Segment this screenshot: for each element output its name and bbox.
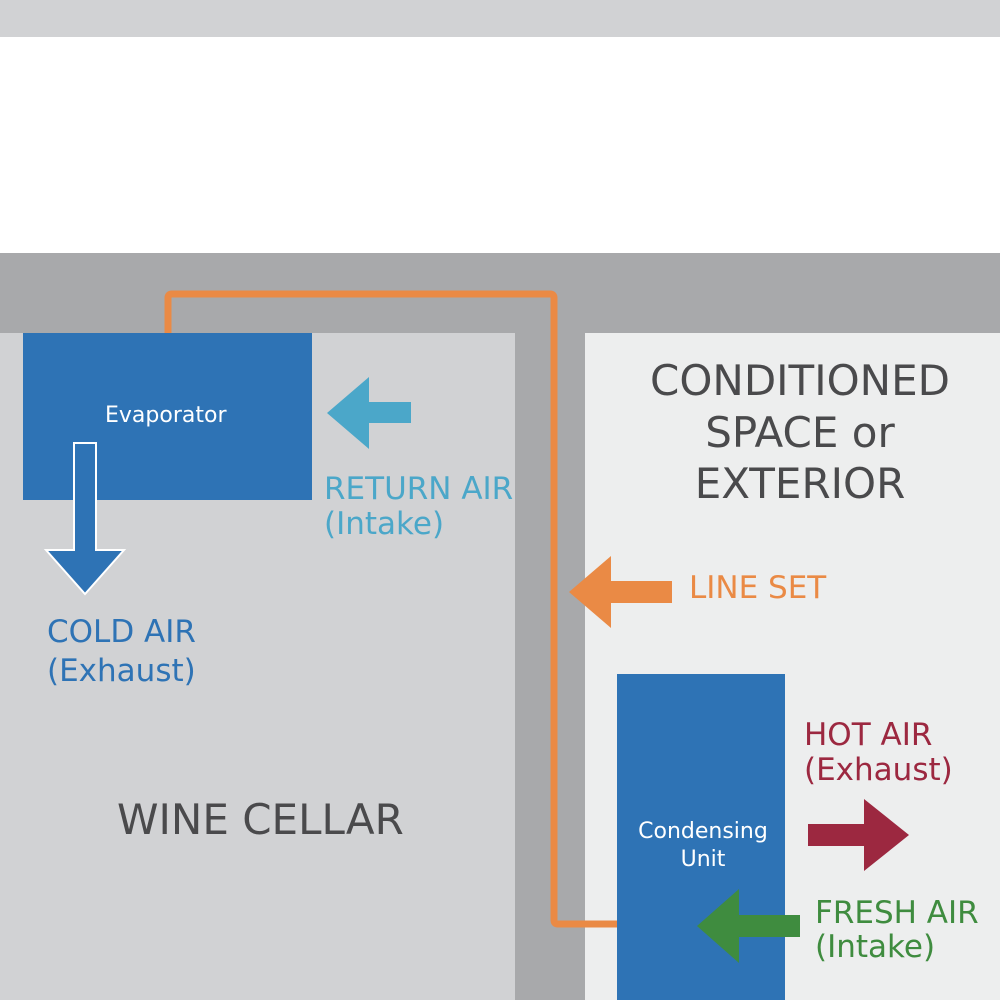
line-set-text: LINE SET <box>689 570 827 606</box>
fresh-air-line2: (Intake) <box>815 929 936 966</box>
line-set-label: LINE SET <box>689 571 826 606</box>
cold-air-line2: (Exhaust) <box>47 652 196 689</box>
hot-air-line1: HOT AIR <box>804 717 933 753</box>
dividing-wall <box>515 253 585 1000</box>
return-air-line1: RETURN AIR <box>324 471 514 507</box>
condensing-unit-line2: Unit <box>680 846 726 872</box>
return-air-line2: (Intake) <box>324 506 445 543</box>
top-wall <box>0 253 1000 333</box>
return-air-label: RETURN AIR (Intake) <box>324 471 514 543</box>
hot-air-line2: (Exhaust) <box>804 752 953 789</box>
fresh-air-line1: FRESH AIR <box>815 895 979 931</box>
ceiling-strip <box>0 0 1000 37</box>
cold-air-line1: COLD AIR <box>47 614 196 650</box>
condensing-unit-line1: Condensing <box>638 819 768 844</box>
evaporator-label: Evaporator <box>105 403 227 429</box>
evaporator-text: Evaporator <box>105 403 227 428</box>
condensing-unit-label: Condensing Unit <box>617 818 789 873</box>
wine-cellar-text: WINE CELLAR <box>117 795 404 844</box>
conditioned-space-label: CONDITIONED SPACE or EXTERIOR <box>635 355 965 510</box>
hot-air-label: HOT AIR (Exhaust) <box>804 717 953 789</box>
fresh-air-label: FRESH AIR (Intake) <box>815 896 979 964</box>
cold-air-label: COLD AIR (Exhaust) <box>47 613 196 691</box>
conditioned-space-line2: SPACE or <box>705 407 895 457</box>
conditioned-space-line3: EXTERIOR <box>694 459 906 509</box>
wine-cellar-label: WINE CELLAR <box>117 796 404 843</box>
conditioned-space-line1: CONDITIONED <box>650 356 950 405</box>
